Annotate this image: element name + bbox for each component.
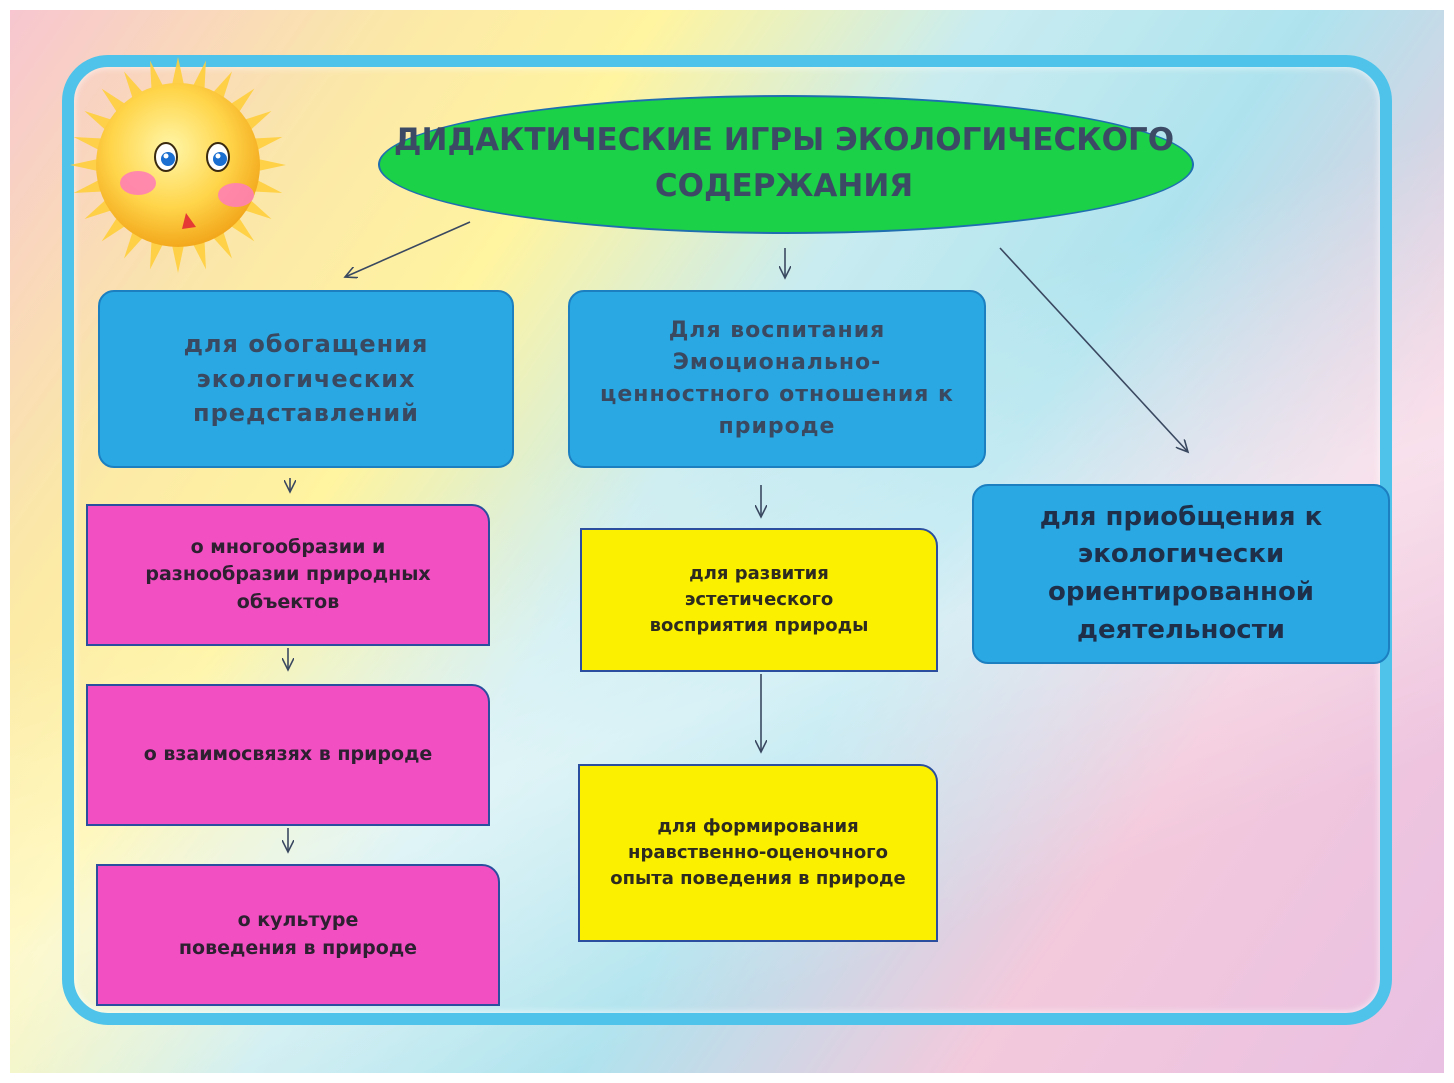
title-ellipse <box>378 95 1194 234</box>
sun-icon <box>70 57 286 273</box>
arrow-title-to-left <box>345 221 471 277</box>
branch-upbringing: Для воспитания Эмоционально-ценностного … <box>568 290 986 468</box>
middle-item-moral: для формирования нравственно-оценочного … <box>578 764 938 942</box>
left-item-interconnections: о взаимосвязях в природе <box>86 684 490 826</box>
arrow-title-to-right <box>999 247 1188 452</box>
rounded-frame <box>62 55 1392 1025</box>
branch-enrichment: для обогащения экологических представлен… <box>98 290 514 468</box>
branch-activity: для приобщения к экологически ориентиров… <box>972 484 1390 664</box>
middle-item-aesthetic: для развития эстетического восприятия пр… <box>580 528 938 672</box>
title-text: ДИДАКТИЧЕСКИЕ ИГРЫ ЭКОЛОГИЧЕСКОГО СОДЕРЖ… <box>393 121 1175 205</box>
left-item-diversity: о многообразии и разнообразии природных … <box>86 504 490 646</box>
left-item-behavior-culture: о культуре поведения в природе <box>96 864 500 1006</box>
